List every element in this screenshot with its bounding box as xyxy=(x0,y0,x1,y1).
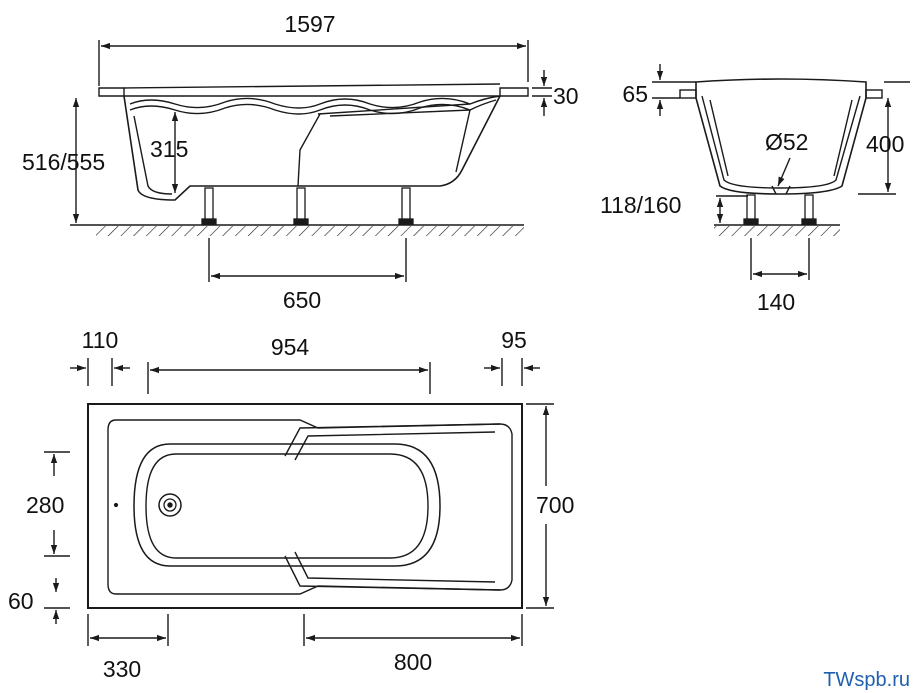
top-view xyxy=(44,358,554,646)
dim-bottom-offset: 60 xyxy=(8,588,34,614)
dim-side-rim: 65 xyxy=(622,81,648,107)
tub-basin-outline xyxy=(133,443,441,567)
support-legs-side xyxy=(201,187,414,225)
dim-rim-left: 110 xyxy=(82,327,119,353)
dim-rim-thickness: 30 xyxy=(553,83,579,109)
drain-icon xyxy=(158,493,182,517)
floor-hatch-left xyxy=(96,226,524,236)
tub-rim-side-right xyxy=(499,87,529,97)
dim-drain-offset: 330 xyxy=(103,656,141,682)
end-view xyxy=(652,64,910,280)
dim-rim-right: 95 xyxy=(501,327,527,353)
support-legs-end xyxy=(743,194,817,225)
side-view xyxy=(70,40,552,282)
dim-leg-height: 118/160 xyxy=(600,192,681,218)
dim-inner-depth: 315 xyxy=(150,136,188,162)
dim-side-height: 400 xyxy=(866,131,904,157)
floor-hatch-right xyxy=(714,226,840,236)
tub-rim-side xyxy=(98,87,125,97)
dim-length: 1597 xyxy=(284,11,335,37)
tub-body-outline xyxy=(123,95,501,201)
dim-leg-spacing-short: 140 xyxy=(757,289,795,315)
tub-outer-rectangle xyxy=(87,403,523,609)
watermark-text: TWspb.ru xyxy=(823,669,910,691)
dim-drain-diameter: Ø52 xyxy=(765,129,808,155)
dim-inner-length: 954 xyxy=(271,334,310,360)
dim-width: 700 xyxy=(536,492,574,518)
dim-height: 516/555 xyxy=(22,149,105,175)
dim-bottom-length: 800 xyxy=(394,649,432,675)
tub-end-profile xyxy=(695,78,867,195)
dim-inner-width-segment: 280 xyxy=(26,492,64,518)
tub-inner-edge xyxy=(129,95,501,109)
dim-leg-spacing-long: 650 xyxy=(283,287,321,313)
